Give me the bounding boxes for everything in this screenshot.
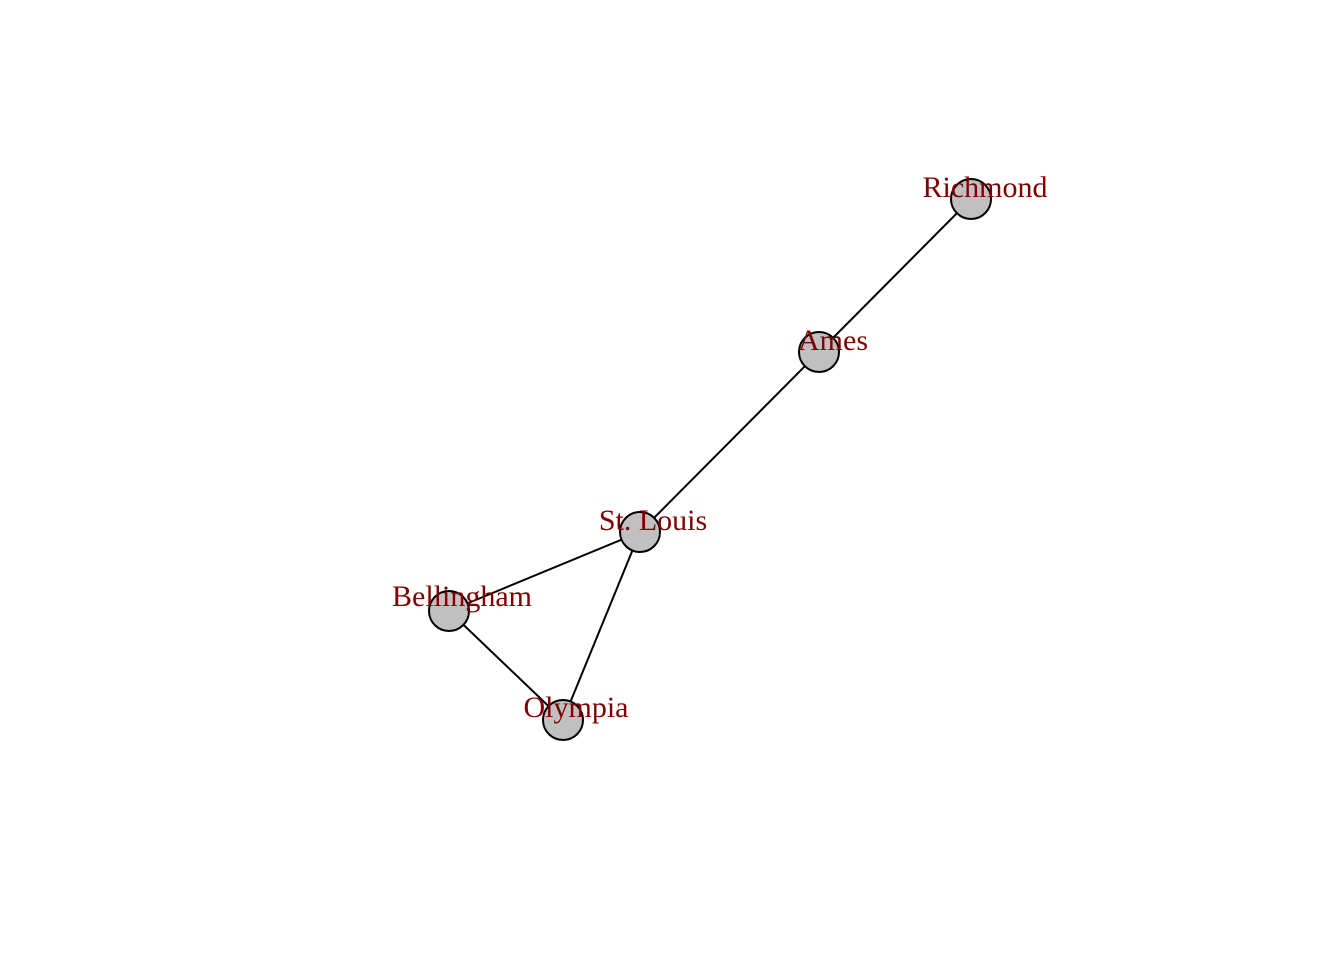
node-richmond xyxy=(950,178,992,220)
node-label-richmond: Richmond xyxy=(923,171,1048,204)
nodes-layer xyxy=(428,178,992,741)
edge-stlouis-olympia xyxy=(562,531,641,721)
node-label-olympia: Olympia xyxy=(524,691,629,724)
edge-bellingham-olympia xyxy=(448,610,564,721)
node-label-bellingham: Bellingham xyxy=(392,580,532,613)
edge-richmond-ames xyxy=(818,198,972,353)
edges-layer xyxy=(448,198,972,721)
node-label-ames: Ames xyxy=(798,324,868,357)
edge-stlouis-bellingham xyxy=(448,531,641,612)
edge-ames-stlouis xyxy=(639,351,820,533)
node-bellingham xyxy=(428,590,470,632)
node-stlouis xyxy=(619,511,661,553)
node-olympia xyxy=(542,699,584,741)
node-label-stlouis: St. Louis xyxy=(599,504,707,537)
node-ames xyxy=(798,331,840,373)
